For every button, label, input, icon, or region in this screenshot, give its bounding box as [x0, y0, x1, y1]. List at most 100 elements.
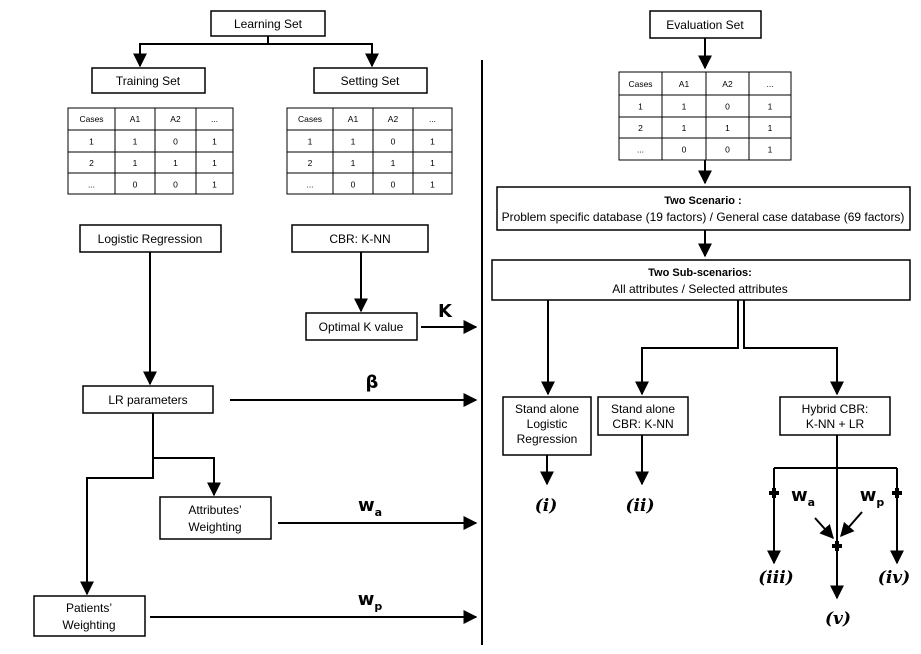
- logistic-regression-node: Logistic Regression: [79, 224, 222, 253]
- hybrid-wp-w: w: [860, 485, 877, 506]
- setting-set-node: Setting Set: [313, 67, 428, 94]
- setting-table-cell: 1: [430, 180, 435, 190]
- evaluation-set-label: Evaluation Set: [666, 18, 744, 32]
- outcome-iv: (iv): [878, 568, 910, 588]
- training-set-label: Training Set: [116, 74, 181, 88]
- evaluation-table-cell: 0: [682, 145, 687, 155]
- setting-table-cell: 2: [308, 158, 313, 168]
- evaluation-table-cell: 2: [638, 123, 643, 133]
- training-table-cell: 1: [89, 137, 94, 147]
- wa-w: w: [358, 495, 375, 516]
- setting-table-cell: 1: [351, 158, 356, 168]
- patients-weighting-node: Patients’ Weighting: [33, 595, 146, 637]
- setting-table-cell: ...: [429, 114, 436, 124]
- k-symbol: K: [438, 301, 453, 322]
- hybrid-wp-p: p: [876, 496, 884, 509]
- arrow-sub-to-standalone-cbr: [635, 300, 739, 396]
- standalone-cbr-node: Stand alone CBR: K-NN: [597, 396, 689, 436]
- setting-table-cell: A2: [388, 114, 399, 124]
- cbr-knn-node: CBR: K-NN: [291, 224, 429, 253]
- standalone-lr-line-3: Regression: [517, 432, 578, 446]
- setting-table-cell: 1: [351, 137, 356, 147]
- training-table-cell: 1: [173, 158, 178, 168]
- training-table-cell: 1: [133, 158, 138, 168]
- standalone-cbr-line-1: Stand alone: [611, 402, 675, 416]
- hybrid-cbr-node: Hybrid CBR: K-NN + LR: [779, 396, 891, 436]
- optimal-k-label: Optimal K value: [319, 320, 404, 334]
- patients-weighting-line-2: Weighting: [62, 618, 115, 632]
- training-table-cell: 2: [89, 158, 94, 168]
- lr-parameters-label: LR parameters: [108, 393, 187, 407]
- evaluation-table: [618, 71, 792, 161]
- two-scenario-title: Two Scenario :: [664, 195, 741, 207]
- hybrid-wp-symbol: wp: [860, 485, 885, 509]
- evaluation-table-cell: 1: [768, 123, 773, 133]
- outcome-i: (i): [535, 496, 558, 516]
- evaluation-table-cell: ...: [637, 145, 644, 155]
- evaluation-table-cell: 1: [638, 102, 643, 112]
- wa-a: a: [375, 506, 382, 519]
- setting-table-cell: Cases: [298, 114, 322, 124]
- attributes-weighting-line-1: Attributes’: [188, 503, 241, 517]
- evaluation-table-cell: 0: [725, 102, 730, 112]
- setting-table-cell: 0: [391, 180, 396, 190]
- evaluation-table-cell: ...: [766, 79, 773, 89]
- training-table-cell: 1: [133, 137, 138, 147]
- hybrid-wa-w: w: [791, 485, 808, 506]
- lr-parameters-node: LR parameters: [82, 385, 214, 414]
- setting-table-cell: 1: [308, 137, 313, 147]
- two-scenario-node: Two Scenario : Problem specific database…: [496, 186, 911, 231]
- beta-symbol: β: [366, 372, 379, 393]
- training-table-cell: ...: [88, 180, 95, 190]
- training-table-cell: 1: [212, 158, 217, 168]
- arrow-sub-to-hybrid: [743, 300, 844, 396]
- training-table-cell: 0: [133, 180, 138, 190]
- arrow-params-to-attributes: [152, 413, 221, 497]
- cbr-knn-label: CBR: K-NN: [329, 232, 390, 246]
- training-table-cell: 1: [212, 137, 217, 147]
- evaluation-table-cell: A2: [722, 79, 733, 89]
- training-table: [67, 107, 234, 195]
- wp-w: w: [358, 589, 375, 610]
- two-scenario-text: Problem specific database (19 factors) /…: [502, 210, 905, 224]
- patients-weighting-line-1: Patients’: [66, 601, 112, 615]
- evaluation-table-cell: 0: [725, 145, 730, 155]
- setting-table-cell: 1: [430, 137, 435, 147]
- standalone-lr-line-2: Logistic: [527, 417, 568, 431]
- training-table-cell: A1: [130, 114, 141, 124]
- training-table-cell: 0: [173, 137, 178, 147]
- standalone-cbr-line-2: CBR: K-NN: [612, 417, 673, 431]
- training-table-cell: 0: [173, 180, 178, 190]
- learning-set-label: Learning Set: [234, 17, 303, 31]
- logistic-regression-label: Logistic Regression: [98, 232, 203, 246]
- evaluation-table-cell: A1: [679, 79, 690, 89]
- setting-table-cell: ...: [306, 180, 313, 190]
- wp-symbol: wp: [358, 589, 383, 613]
- outcome-iii: (iii): [758, 568, 793, 588]
- wa-symbol: wa: [358, 495, 382, 519]
- setting-table-cell: 0: [391, 137, 396, 147]
- plus-markers: [769, 488, 902, 551]
- evaluation-table-cell: Cases: [628, 79, 652, 89]
- hybrid-wa-a: a: [808, 496, 815, 509]
- arrow-params-to-patients: [80, 458, 154, 596]
- evaluation-table-cell: 1: [768, 145, 773, 155]
- attributes-weighting-node: Attributes’ Weighting: [159, 496, 272, 540]
- arrow-learning-to-training: [133, 36, 269, 68]
- sub-scenarios-node: Two Sub-scenarios: All attributes / Sele…: [491, 259, 911, 301]
- outcome-v: (v): [825, 609, 851, 629]
- evaluation-table-cell: 1: [682, 123, 687, 133]
- training-set-node: Training Set: [91, 67, 206, 94]
- learning-set-node: Learning Set: [210, 10, 326, 37]
- setting-table-cell: 0: [351, 180, 356, 190]
- setting-table: [286, 107, 453, 195]
- standalone-lr-node: Stand alone Logistic Regression: [502, 396, 592, 456]
- setting-table-cell: A1: [348, 114, 359, 124]
- wp-p: p: [374, 600, 382, 613]
- training-table-cell: ...: [211, 114, 218, 124]
- hybrid-cbr-line-1: Hybrid CBR:: [802, 402, 869, 416]
- evaluation-table-cell: 1: [768, 102, 773, 112]
- optimal-k-node: Optimal K value: [305, 312, 418, 341]
